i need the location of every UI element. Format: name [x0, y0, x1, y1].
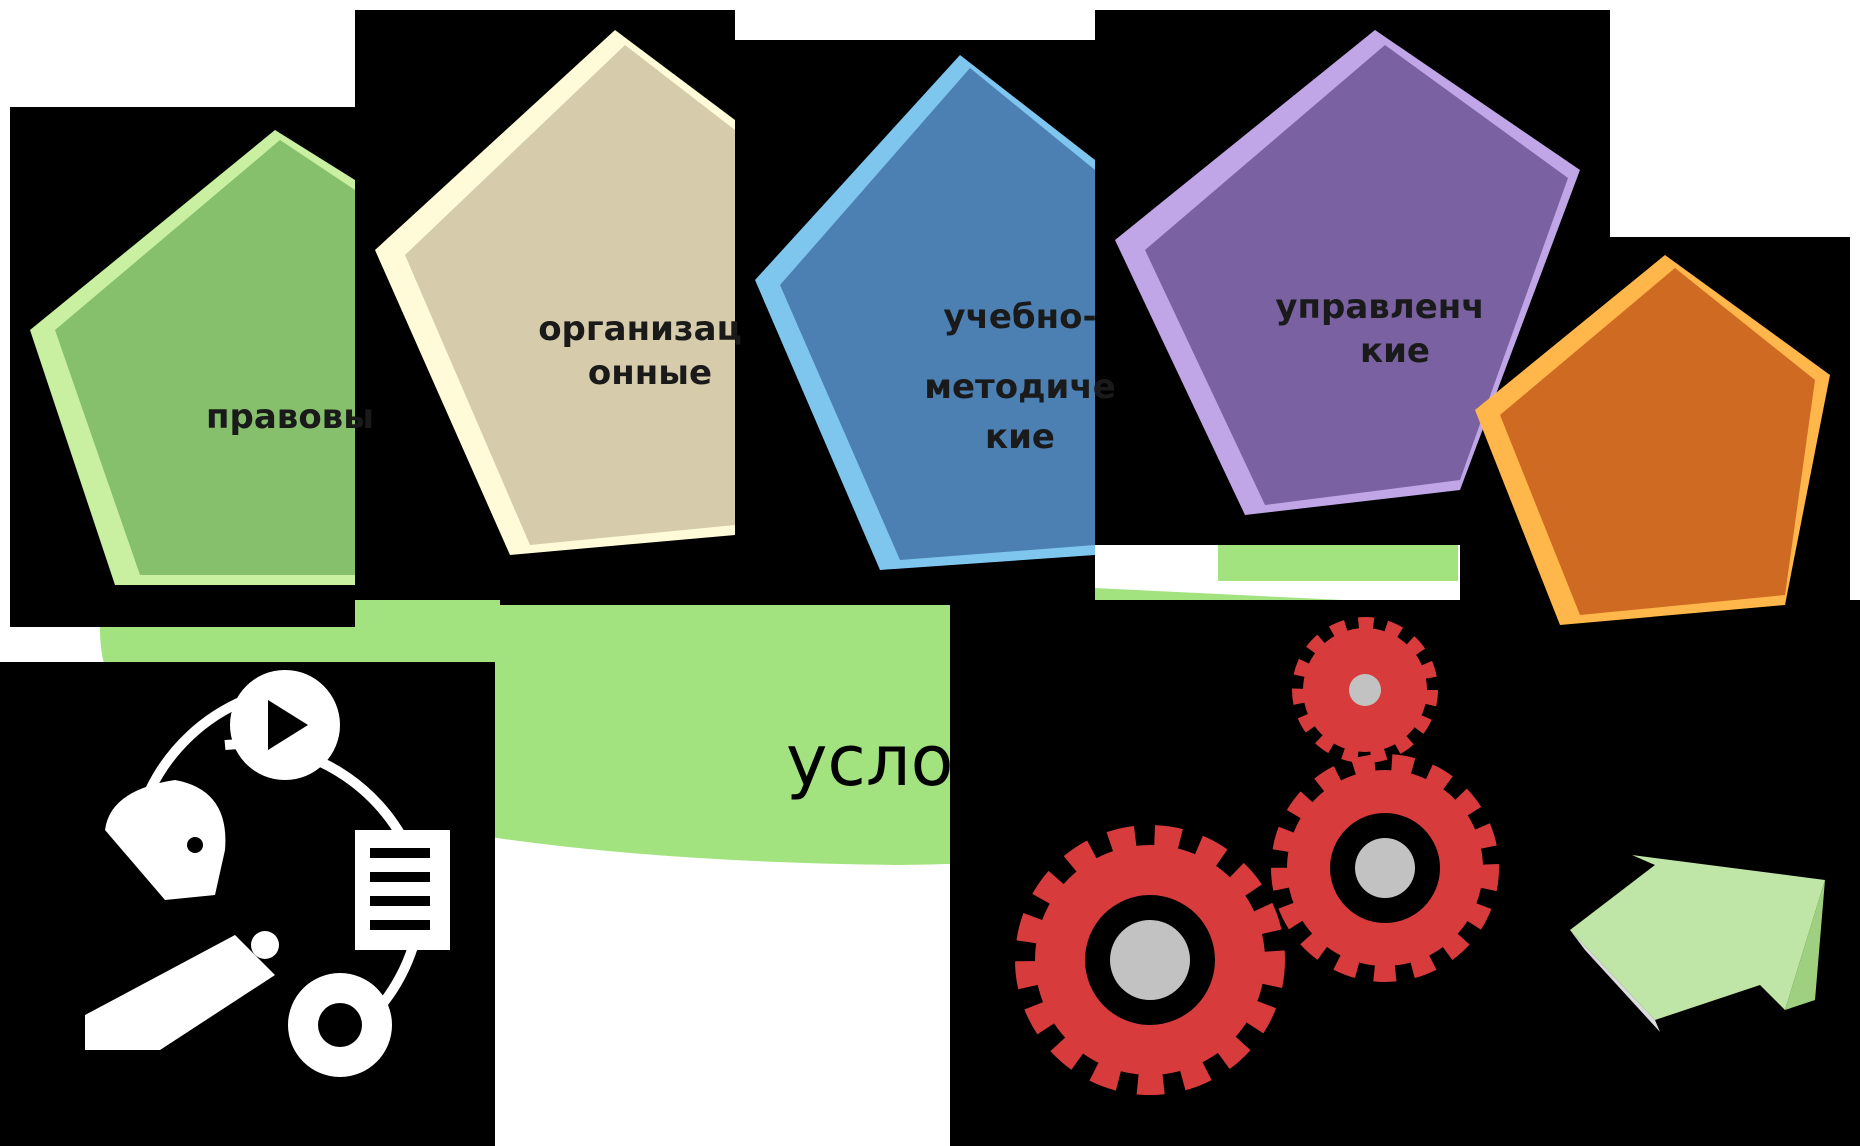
arrow-icon: [1570, 855, 1825, 1032]
person-body-icon: [85, 935, 275, 1050]
pentagon-methodical-label-1: учебно-: [943, 297, 1096, 337]
pentagon-organizational-label-2: онные: [588, 353, 712, 393]
pentagon-managerial-label-2: кие: [1360, 331, 1430, 371]
pentagon-managerial-label-1: управленч: [1275, 287, 1484, 327]
base-strip: [1218, 545, 1458, 581]
gear-left: [1015, 825, 1285, 1095]
heart-icon: [251, 931, 279, 959]
bg-block-8: [500, 585, 950, 605]
pentagon-legal-label: правовы: [206, 397, 374, 437]
pentagon-legal-face: [55, 140, 355, 575]
gears-icon: [1015, 617, 1499, 1095]
person-head-icon: [105, 780, 226, 900]
pentagon-managerial: управленч кие: [1115, 30, 1580, 515]
pentagon-methodical: учебно- методиче кие: [755, 55, 1116, 570]
pentagon-organizational-face: [405, 45, 735, 545]
play-icon: [268, 700, 308, 750]
pentagon-legal: правовы: [30, 130, 374, 585]
pentagon-methodical-face: [780, 68, 1095, 560]
pentagon-organizational-label-1: организац: [538, 309, 742, 349]
gear-small-icon: [288, 973, 392, 1077]
pentagon-extra-face: [1500, 268, 1815, 615]
gear-top: [1292, 617, 1438, 763]
pentagon-organizational: организац онные: [375, 30, 742, 555]
base-label: усло: [786, 720, 953, 802]
pentagon-managerial-face: [1145, 45, 1568, 505]
gear-right: [1271, 754, 1499, 982]
pentagon-methodical-label-3: кие: [985, 417, 1055, 457]
pentagon-extra: [1475, 255, 1830, 625]
person-workflow-icon: [85, 670, 450, 1077]
pentagon-methodical-label-2: методиче: [924, 367, 1116, 407]
